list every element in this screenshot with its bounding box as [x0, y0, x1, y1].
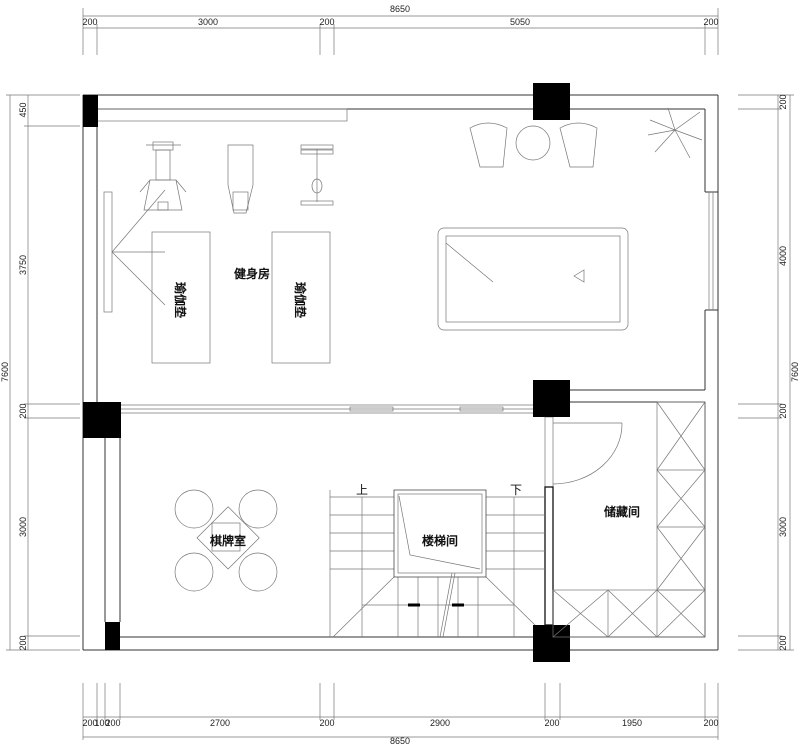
bench	[227, 144, 254, 214]
dim-top-total: 8650	[390, 4, 410, 14]
gym-equipment	[103, 141, 334, 364]
dim-bottom-seg: 200	[703, 718, 718, 728]
dim-top-seg: 200	[703, 17, 718, 27]
dim-right-seg: 4000	[778, 246, 788, 266]
stair-up-label: 上	[356, 483, 368, 497]
column	[83, 402, 121, 438]
ab-bench	[300, 144, 334, 206]
dim-bottom-seg: 2700	[210, 718, 230, 728]
walls	[82, 94, 719, 651]
dim-bottom-seg: 200	[105, 718, 120, 728]
dim-right-total: 7600	[790, 362, 800, 382]
room-label-chess: 棋牌室	[210, 533, 246, 548]
column	[533, 380, 570, 417]
yoga-mat-label: 瑜伽垫	[293, 282, 308, 318]
dim-top-seg: 200	[82, 17, 97, 27]
structural-columns	[83, 83, 570, 662]
tv-screen	[103, 189, 166, 313]
dim-bottom-seg: 200	[544, 718, 559, 728]
dim-top-seg: 5050	[510, 17, 530, 27]
dim-bottom-seg: 200	[319, 718, 334, 728]
storage-shelves	[552, 401, 706, 638]
column	[533, 83, 570, 120]
dim-right-seg: 200	[778, 94, 788, 109]
yoga-mat	[271, 231, 331, 364]
staircase	[329, 489, 545, 638]
dim-left-seg: 3000	[18, 517, 28, 537]
dim-left-total: 7600	[0, 362, 10, 382]
window-right	[708, 192, 714, 310]
dimension-left: 7600 450 3750 200 3000 200	[0, 94, 80, 651]
weight-machine	[139, 141, 187, 211]
dim-bottom-seg: 200	[82, 718, 97, 728]
column	[83, 95, 98, 127]
dim-left-seg: 3750	[18, 255, 28, 275]
dim-left-seg: 200	[18, 403, 28, 418]
dim-left-seg: 200	[18, 635, 28, 650]
dim-right-seg: 3000	[778, 517, 788, 537]
card-table	[174, 489, 278, 592]
billiard-table	[437, 227, 629, 331]
dim-right-seg: 200	[778, 635, 788, 650]
dimension-bottom: 200 100 200 2700 200 2900 200 1950 200 8…	[82, 683, 719, 745]
dim-bottom-seg: 100	[94, 718, 109, 728]
stair-down-label: 下	[510, 483, 522, 497]
dim-bottom-total: 8650	[390, 736, 410, 745]
dim-right-seg: 200	[778, 403, 788, 418]
dimension-top: 8650 200 3000 200 5050 200	[82, 4, 719, 55]
room-label-stairwell: 楼梯间	[422, 533, 458, 548]
yoga-mat	[151, 231, 211, 364]
lounge-set	[469, 122, 598, 168]
glass-partition	[121, 404, 533, 414]
dim-bottom-seg: 2900	[430, 718, 450, 728]
room-label-storage: 储藏间	[604, 504, 640, 519]
dim-bottom-seg: 1950	[622, 718, 642, 728]
dim-left-seg: 450	[18, 102, 28, 117]
column	[533, 625, 570, 662]
potted-plant-icon	[647, 107, 703, 159]
dimension-right: 200 4000 200 3000 200 7600	[738, 94, 800, 651]
dim-top-seg: 3000	[198, 17, 218, 27]
storage-door	[552, 422, 623, 485]
dim-top-seg: 200	[319, 17, 334, 27]
room-label-gym: 健身房	[234, 266, 270, 281]
yoga-mat-label: 瑜伽垫	[173, 282, 188, 318]
column	[105, 622, 120, 650]
